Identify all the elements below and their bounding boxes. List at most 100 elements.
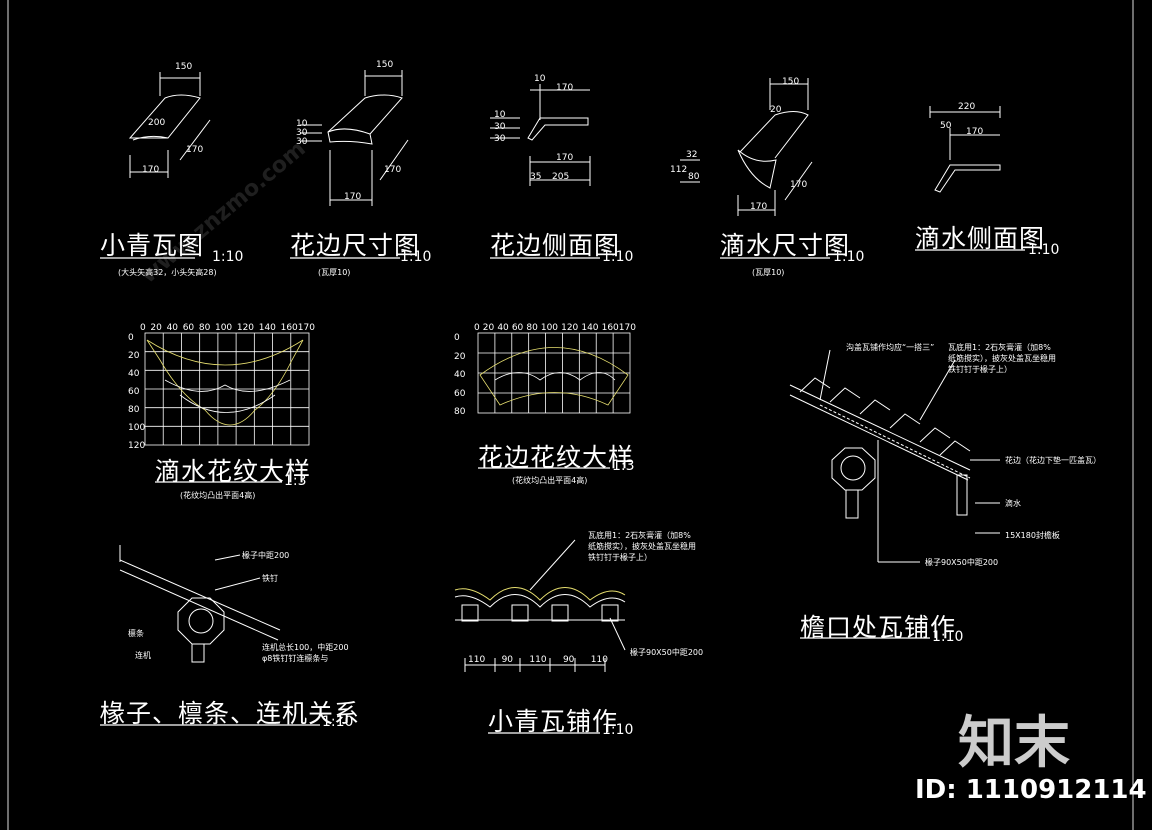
view-eave-tiling (789, 349, 1000, 563)
view-scale: 1:10 (602, 722, 634, 738)
view-scale: 1:10 (1028, 242, 1060, 258)
watermark-logo: 知末 (958, 711, 1070, 776)
dim-label: 110 (590, 655, 608, 665)
grid-label: 40 (128, 369, 140, 379)
view-title-huabian-side: 花边侧面图 (490, 231, 621, 260)
grid-label: 60 (454, 388, 466, 399)
grid-label: 0 (454, 333, 460, 343)
grid-x-labels: 0 20 40 60 80 100 120 140 160170 (474, 323, 636, 333)
grid-label: 100 (214, 323, 233, 333)
dim-label: 112 (670, 165, 688, 175)
view-note: (大头矢高32，小头矢高28) (118, 268, 217, 277)
view-title-huabian: 花边尺寸图 (290, 231, 421, 260)
annotation: 花边（花边下垫一匹盖瓦） (1005, 456, 1101, 465)
dim-label: 170 (966, 127, 984, 137)
view-title-eave: 檐口处瓦铺作 (800, 613, 957, 642)
grid-label: 80 (454, 407, 466, 417)
view-note: (花纹均凸出平面4高) (180, 491, 256, 500)
annotation: 滴水 (1005, 499, 1021, 508)
grid-label: 0 (140, 323, 146, 333)
grid-label: 20 (150, 323, 162, 333)
dim-label: 35 (530, 172, 542, 182)
grid-label: 120 (128, 441, 146, 451)
annotation: 瓦底用1：2石灰膏灌（加8%纸筋搅实），披灰处盖瓦坐稳用铁钉钉于椽子上） (948, 343, 1056, 374)
annotation: 檩条 (128, 629, 144, 638)
grid-label: 80 (198, 323, 211, 333)
view-scale: 1:10 (833, 249, 865, 265)
view-title-dishui-side: 滴水侧面图 (915, 224, 1046, 253)
dim-label: 30 (494, 122, 506, 132)
view-huabian-dimension (300, 70, 409, 206)
grid-label: 20 (482, 323, 495, 333)
annotation: 椽子90X50中距200 (925, 558, 999, 567)
dim-label: 170 (556, 153, 574, 163)
watermark-id: ID: 1110912114 (915, 775, 1147, 805)
dim-label: 205 (552, 172, 570, 182)
grid-label: 80 (128, 405, 140, 415)
dim-label: 200 (148, 118, 166, 128)
dim-label: 170 (790, 180, 808, 190)
view-scale: 1:3 (284, 473, 307, 489)
view-title-huabian-pattern: 花边花纹大样 (478, 443, 635, 472)
dim-label: 50 (940, 121, 952, 131)
dim-label: 170 (384, 165, 402, 175)
dim-label: 80 (688, 172, 700, 182)
view-huabian-pattern-grid (477, 332, 631, 414)
annotation: 连机 (135, 651, 151, 660)
dim-label: 170 (556, 83, 574, 93)
view-note: (瓦厚10) (752, 268, 785, 277)
view-scale: 1:10 (212, 249, 244, 265)
grid-label: 60 (511, 323, 524, 333)
grid-label: 40 (497, 323, 509, 333)
grid-label: 140 (258, 323, 276, 333)
grid-y-labels: 0 20 40 60 80 (454, 333, 465, 417)
dim-label: 10 (534, 74, 546, 84)
dim-label: 170 (142, 165, 160, 175)
annotation: 沟盖瓦铺作均应“一搭三” (846, 343, 935, 352)
grid-label: 0 (128, 333, 134, 343)
grid-label: 40 (166, 323, 179, 333)
grid-x-labels: 0 20 40 60 80 100 120 140 160170 (140, 323, 315, 333)
dim-label: 10 (296, 119, 308, 129)
grid-label: 40 (454, 370, 466, 380)
view-note: (花纹均凸出平面4高) (512, 476, 588, 485)
dim-label: 170 (186, 145, 204, 155)
dim-label: 110 (529, 655, 547, 665)
grid-y-labels: 0 20 40 60 80 100 120 (128, 333, 145, 451)
dim-label: 220 (958, 102, 976, 112)
annotation: 铁钉 (262, 574, 278, 583)
dim-label: 30 (494, 134, 506, 144)
view-dishui-pattern-grid (144, 332, 310, 446)
view-small-tile (128, 72, 211, 178)
grid-label: 100 (540, 323, 559, 333)
view-scale: 1:10 (932, 629, 964, 645)
grid-label: 120 (561, 323, 579, 333)
dim-label: 30 (296, 128, 308, 138)
grid-label: 60 (182, 323, 195, 333)
dim-label: 90 (501, 655, 514, 665)
view-title-tile-laying: 小青瓦铺作 (488, 707, 619, 736)
grid-label: 80 (526, 323, 538, 333)
view-note: (瓦厚10) (318, 268, 351, 277)
view-scale: 1:10 (400, 249, 432, 265)
dim-label: 110 (468, 655, 486, 665)
dim-label: 90 (562, 655, 575, 665)
view-scale: 1:10 (602, 249, 634, 265)
grid-label: 20 (128, 351, 140, 361)
grid-label: 100 (128, 423, 146, 433)
grid-label: 160170 (280, 323, 315, 333)
view-scale: 1:10 (322, 714, 354, 730)
dim-label: 170 (344, 192, 362, 202)
spacing-labels: 110 90 110 90 110 (468, 655, 608, 665)
annotation: 连机总长100，中距200 φ8铁钉钉连檩条与 (262, 643, 349, 663)
dim-label: 10 (494, 110, 506, 120)
annotation: 椽子中距200 (242, 551, 290, 560)
grid-label: 160170 (601, 323, 636, 333)
annotation: 瓦底用1：2石灰膏灌（加8%纸筋搅实），披灰处盖瓦坐稳用铁钉钉于椽子上） (588, 531, 696, 562)
view-scale: 1:3 (612, 458, 635, 474)
dim-label: 170 (750, 202, 768, 212)
view-rafter-purlin (119, 545, 281, 663)
grid-label: 60 (128, 387, 140, 397)
dim-label: 150 (782, 77, 800, 87)
